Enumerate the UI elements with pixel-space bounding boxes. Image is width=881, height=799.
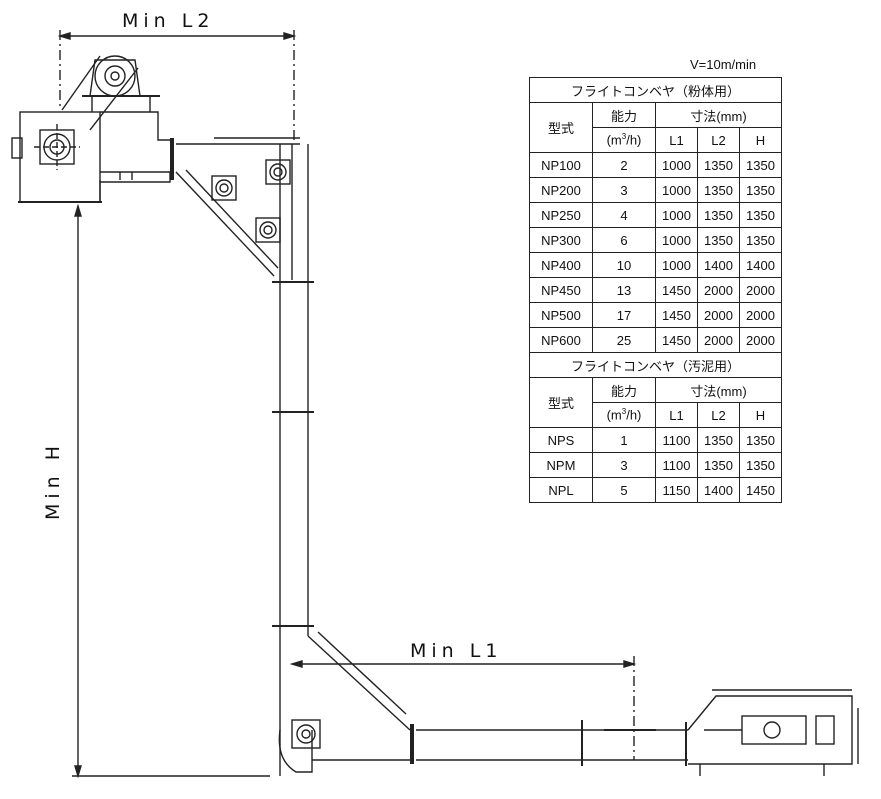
header-l1: L1 [655, 127, 698, 153]
header-capacity: 能力 [592, 377, 656, 403]
table-cell: NP400 [529, 252, 593, 278]
table-cell: 1000 [655, 227, 698, 253]
table-cell: NP600 [529, 327, 593, 353]
lower-section [278, 631, 688, 776]
table-cell: 2000 [697, 327, 740, 353]
table-cell: 1150 [655, 477, 698, 503]
table-cell: NPM [529, 452, 593, 478]
speed-note: V=10m/min [690, 57, 757, 72]
header-l2: L2 [697, 402, 740, 428]
header-h: H [739, 127, 782, 153]
table-cell: 1400 [697, 252, 740, 278]
header-dims: 寸法(mm) [655, 102, 782, 128]
table-cell: 3 [592, 452, 656, 478]
table-cell: 1450 [655, 277, 698, 303]
dimension-h [72, 203, 270, 779]
table-cell: 1350 [739, 152, 782, 178]
table-cell: 1100 [655, 452, 698, 478]
table-cell: 2000 [739, 327, 782, 353]
powder-spec-table: フライトコンベヤ（粉体用） 型式 能力 寸法(mm) (m3/h) L1 L2 … [529, 77, 782, 353]
table-cell: 10 [592, 252, 656, 278]
table-cell: NPS [529, 427, 593, 453]
table-cell: NP450 [529, 277, 593, 303]
sludge-spec-table: フライトコンベヤ（汚泥用） 型式 能力 寸法(mm) (m3/h) L1 L2 … [529, 352, 782, 503]
header-capacity: 能力 [592, 102, 656, 128]
table-cell: NP250 [529, 202, 593, 228]
upper-incline-section [170, 137, 300, 277]
table-cell: 1350 [697, 202, 740, 228]
dimension-l2 [57, 30, 297, 140]
table-cell: 2000 [739, 277, 782, 303]
table-cell: 5 [592, 477, 656, 503]
table-cell: NP500 [529, 302, 593, 328]
table-cell: 1400 [697, 477, 740, 503]
table-cell: 1350 [739, 177, 782, 203]
header-l1: L1 [655, 402, 698, 428]
table-cell: 1000 [655, 152, 698, 178]
table-cell: 1400 [739, 252, 782, 278]
table-cell: 17 [592, 302, 656, 328]
table-cell: 1450 [655, 327, 698, 353]
table-cell: 2000 [739, 302, 782, 328]
table-cell: 6 [592, 227, 656, 253]
header-l2: L2 [697, 127, 740, 153]
table-cell: NP200 [529, 177, 593, 203]
table-cell: 1350 [739, 427, 782, 453]
table-cell: 25 [592, 327, 656, 353]
table-cell: 1350 [697, 227, 740, 253]
table-cell: 1000 [655, 177, 698, 203]
table-cell: 1000 [655, 202, 698, 228]
table-cell: 1100 [655, 427, 698, 453]
table-cell: 1350 [739, 202, 782, 228]
table-cell: 1350 [697, 452, 740, 478]
table-cell: NPL [529, 477, 593, 503]
min-l1-label: Min L1 [410, 640, 503, 662]
table-cell: 13 [592, 277, 656, 303]
table-title: フライトコンベヤ（汚泥用） [529, 352, 782, 378]
table-cell: 1000 [655, 252, 698, 278]
header-h: H [739, 402, 782, 428]
table-cell: NP300 [529, 227, 593, 253]
header-model: 型式 [529, 102, 593, 153]
header-model: 型式 [529, 377, 593, 428]
header-capacity-unit: (m3/h) [592, 127, 656, 153]
table-cell: 1350 [739, 227, 782, 253]
table-cell: NP100 [529, 152, 593, 178]
header-dims: 寸法(mm) [655, 377, 782, 403]
table-cell: 2000 [697, 277, 740, 303]
table-cell: 1350 [697, 152, 740, 178]
table-cell: 1350 [739, 452, 782, 478]
dimension-l1 [289, 656, 637, 760]
table-cell: 1350 [697, 177, 740, 203]
table-title: フライトコンベヤ（粉体用） [529, 77, 782, 103]
table-cell: 1350 [697, 427, 740, 453]
table-cell: 1 [592, 427, 656, 453]
header-capacity-unit: (m3/h) [592, 402, 656, 428]
head-section [11, 55, 172, 203]
table-cell: 2 [592, 152, 656, 178]
min-l2-label: Min L2 [122, 10, 215, 32]
vertical-column [272, 144, 314, 636]
min-h-label: Min H [42, 440, 64, 520]
table-cell: 2000 [697, 302, 740, 328]
tail-section [687, 689, 859, 776]
table-cell: 1450 [739, 477, 782, 503]
table-cell: 4 [592, 202, 656, 228]
table-cell: 3 [592, 177, 656, 203]
table-cell: 1450 [655, 302, 698, 328]
